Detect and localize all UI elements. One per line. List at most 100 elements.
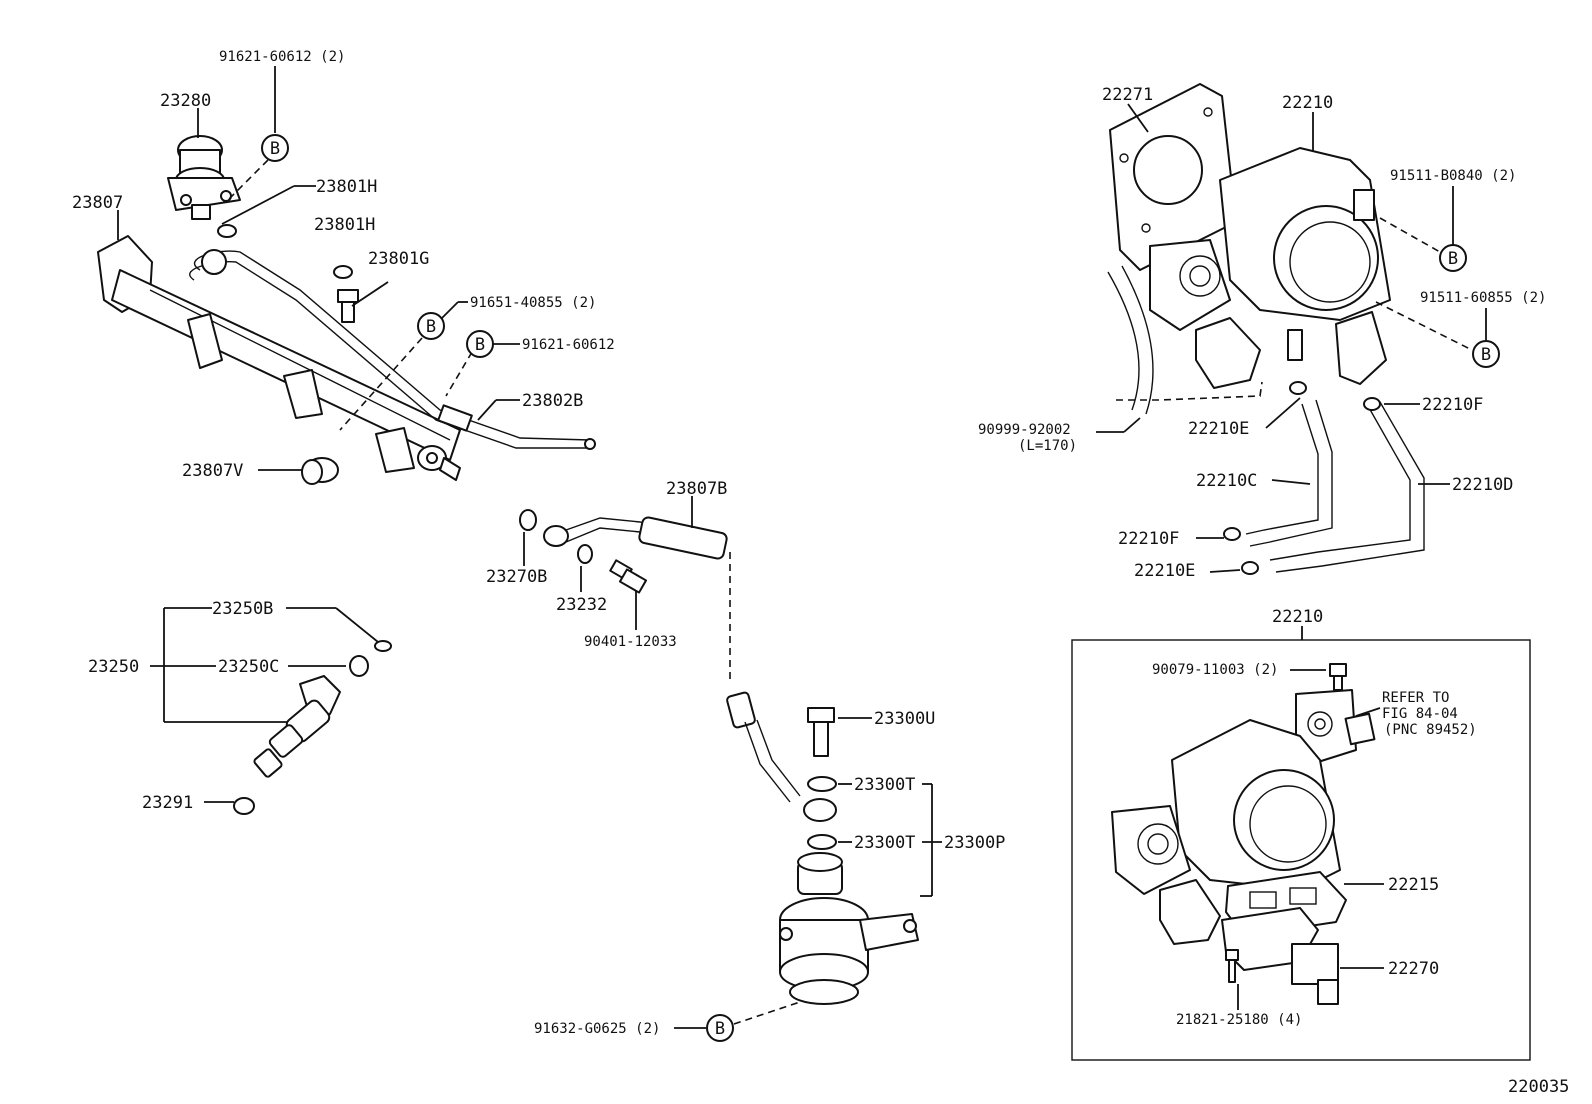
label-23250b: 23250B xyxy=(212,599,273,619)
gasket-23270b xyxy=(519,509,537,531)
union-bolt-23300u xyxy=(807,707,835,757)
marker-b-2 xyxy=(417,312,445,340)
label-refer-2: FIG 84-04 xyxy=(1382,706,1458,722)
label-22210e-a: 22210E xyxy=(1188,419,1249,439)
o-ring-23801h-top xyxy=(217,224,237,238)
fuel-injector-23250 xyxy=(253,675,341,778)
fuel-pipe-23807b xyxy=(543,516,728,560)
label-22270: 22270 xyxy=(1388,959,1439,979)
label-23807v: 23807V xyxy=(182,461,243,481)
hose-90999-b xyxy=(1121,265,1154,415)
label-23807b: 23807B xyxy=(666,479,727,499)
gasket-23300t-a xyxy=(807,776,837,792)
label-22271: 22271 xyxy=(1102,85,1153,105)
marker-b-6 xyxy=(1472,340,1500,368)
dash-b3 xyxy=(445,351,473,397)
label-21821-25180: 21821-25180 (4) xyxy=(1176,1012,1302,1028)
label-22210-top: 22210 xyxy=(1282,93,1333,113)
marker-b-4 xyxy=(706,1014,734,1042)
leader-90999-b xyxy=(1123,417,1141,433)
screw-21821-25180 xyxy=(1225,949,1239,983)
label-23280: 23280 xyxy=(160,91,211,111)
hose-22210c-a xyxy=(1245,403,1319,535)
label-90401-12033: 90401-12033 xyxy=(584,634,677,650)
label-91621-60612-2: 91621-60612 (2) xyxy=(219,49,345,65)
label-23232: 23232 xyxy=(556,595,607,615)
pressure-regulator-23280 xyxy=(167,135,241,220)
hose-assembly xyxy=(726,691,837,822)
hose-22210c-b xyxy=(1249,399,1333,547)
sensor-22270 xyxy=(1221,907,1339,1005)
grommet-23250c xyxy=(349,655,369,677)
label-23250: 23250 xyxy=(88,657,139,677)
marker-b-4-text: B xyxy=(715,1019,725,1039)
dash-b5 xyxy=(1379,217,1441,253)
label-22215: 22215 xyxy=(1388,875,1439,895)
label-refer-1: REFER TO xyxy=(1382,690,1449,706)
label-23801h-b: 23801H xyxy=(314,215,375,235)
leader-22210e-a xyxy=(1265,397,1301,429)
throttle-body-assembly xyxy=(1111,719,1341,945)
label-91651-40855: 91651-40855 (2) xyxy=(470,295,596,311)
label-23801g: 23801G xyxy=(368,249,429,269)
leader-23801g xyxy=(351,281,389,307)
assembly-box-22210 xyxy=(1071,639,1531,1061)
marker-b-5-text: B xyxy=(1448,249,1458,269)
bolt-90401-12033 xyxy=(609,559,648,594)
label-23802b: 23802B xyxy=(522,391,583,411)
o-ring-23250b xyxy=(374,640,392,652)
label-22210-box: 22210 xyxy=(1272,607,1323,627)
leader-23250b-2 xyxy=(335,607,379,643)
leader-23801h-top xyxy=(221,185,295,225)
label-91621-60612: 91621-60612 xyxy=(522,337,615,353)
clip-22210e-b xyxy=(1241,561,1259,575)
gasket-23232 xyxy=(577,544,593,564)
clip-22210f-b xyxy=(1223,527,1241,541)
label-91511-b0840: 91511-B0840 (2) xyxy=(1390,168,1516,184)
union-bolt-23801g xyxy=(337,289,359,323)
leader-22210c xyxy=(1271,479,1311,485)
marker-b-6-text: B xyxy=(1481,345,1491,365)
fuel-rail-23807 xyxy=(97,235,596,481)
marker-b-1-text: B xyxy=(270,139,280,159)
clip-22210f-a xyxy=(1363,397,1381,411)
bolt-90079-11003 xyxy=(1329,663,1347,691)
hose-22210d-b xyxy=(1275,401,1425,573)
label-23801h-a: 23801H xyxy=(316,177,377,197)
gasket-23300t-b xyxy=(807,834,837,850)
gasket-22271 xyxy=(1109,83,1237,271)
label-23250c: 23250C xyxy=(218,657,279,677)
dash-b4 xyxy=(733,1001,801,1025)
label-91632-g0625: 91632-G0625 (2) xyxy=(534,1021,660,1037)
insulator-23291 xyxy=(233,797,255,815)
leader-refer xyxy=(1355,707,1381,717)
label-figure-number: 220035 xyxy=(1508,1077,1569,1097)
label-90999-92002: 90999-92002 xyxy=(978,422,1071,438)
label-22210f-a: 22210F xyxy=(1422,395,1483,415)
label-22210e-b: 22210E xyxy=(1134,561,1195,581)
dash-b2 xyxy=(339,337,423,431)
marker-b-5 xyxy=(1439,244,1467,272)
dash-b1 xyxy=(227,159,269,201)
label-90079-11003: 90079-11003 (2) xyxy=(1152,662,1278,678)
label-23300p: 23300P xyxy=(944,833,1005,853)
label-23300u: 23300U xyxy=(874,709,935,729)
label-91511-60855: 91511-60855 (2) xyxy=(1420,290,1546,306)
pulsation-damper-23300p xyxy=(779,852,919,1005)
gasket-23801h xyxy=(333,265,353,279)
leader-23802b xyxy=(477,399,497,421)
label-23300t-b: 23300T xyxy=(854,833,915,853)
label-23807: 23807 xyxy=(72,193,123,213)
label-22210c: 22210C xyxy=(1196,471,1257,491)
label-23270b: 23270B xyxy=(486,567,547,587)
marker-b-3-text: B xyxy=(475,335,485,355)
label-22210d: 22210D xyxy=(1452,475,1513,495)
throttle-body-22210 xyxy=(1149,147,1391,389)
leader-91651 xyxy=(440,301,459,320)
label-23291: 23291 xyxy=(142,793,193,813)
label-23300t-a: 23300T xyxy=(854,775,915,795)
leader-22271 xyxy=(1127,103,1149,133)
marker-b-3 xyxy=(466,330,494,358)
